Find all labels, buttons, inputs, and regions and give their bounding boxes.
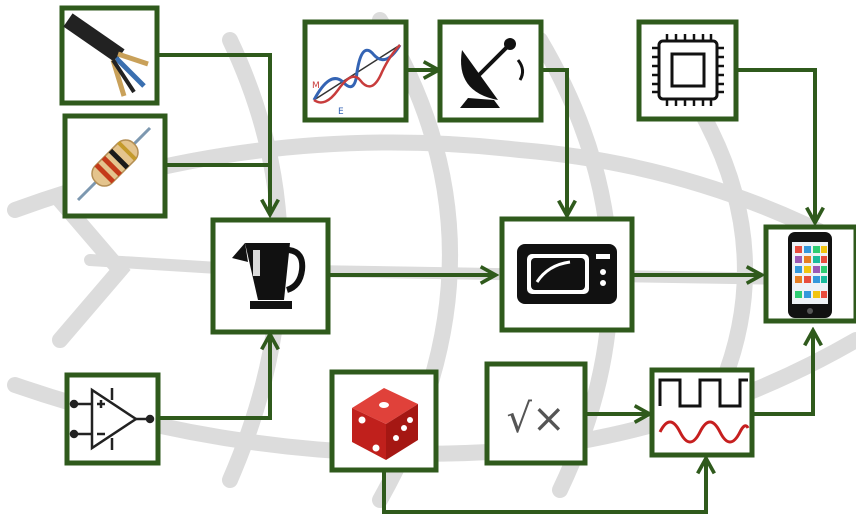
edge-cpu-phone	[736, 68, 815, 221]
edge-opamp-kettle	[158, 336, 270, 420]
edge-dish-microwave	[541, 68, 567, 214]
red-dice-icon	[352, 388, 418, 460]
square-and-sine-wave-icon	[658, 378, 750, 444]
multicore-cable-icon	[63, 13, 149, 97]
electric-kettle-icon	[232, 243, 306, 309]
electromagnetic-wave-icon: M E	[312, 44, 402, 117]
microwave-oven-icon	[517, 244, 617, 304]
edge-dice-signals	[382, 460, 706, 514]
op-amp-symbol-icon	[69, 387, 155, 451]
edge-signals-phone	[752, 332, 813, 416]
connectors	[157, 53, 815, 514]
edge-cable-kettle	[157, 53, 270, 213]
wave-label-e: E	[338, 107, 344, 117]
wave-label-m: M	[312, 81, 320, 91]
smartphone-icon	[788, 232, 832, 318]
satellite-dish-icon	[460, 38, 525, 108]
resistor-icon	[76, 126, 152, 202]
square-root-icon: √×	[506, 396, 565, 442]
sqrt-symbol: √×	[506, 396, 565, 442]
microchip-icon	[652, 34, 724, 106]
